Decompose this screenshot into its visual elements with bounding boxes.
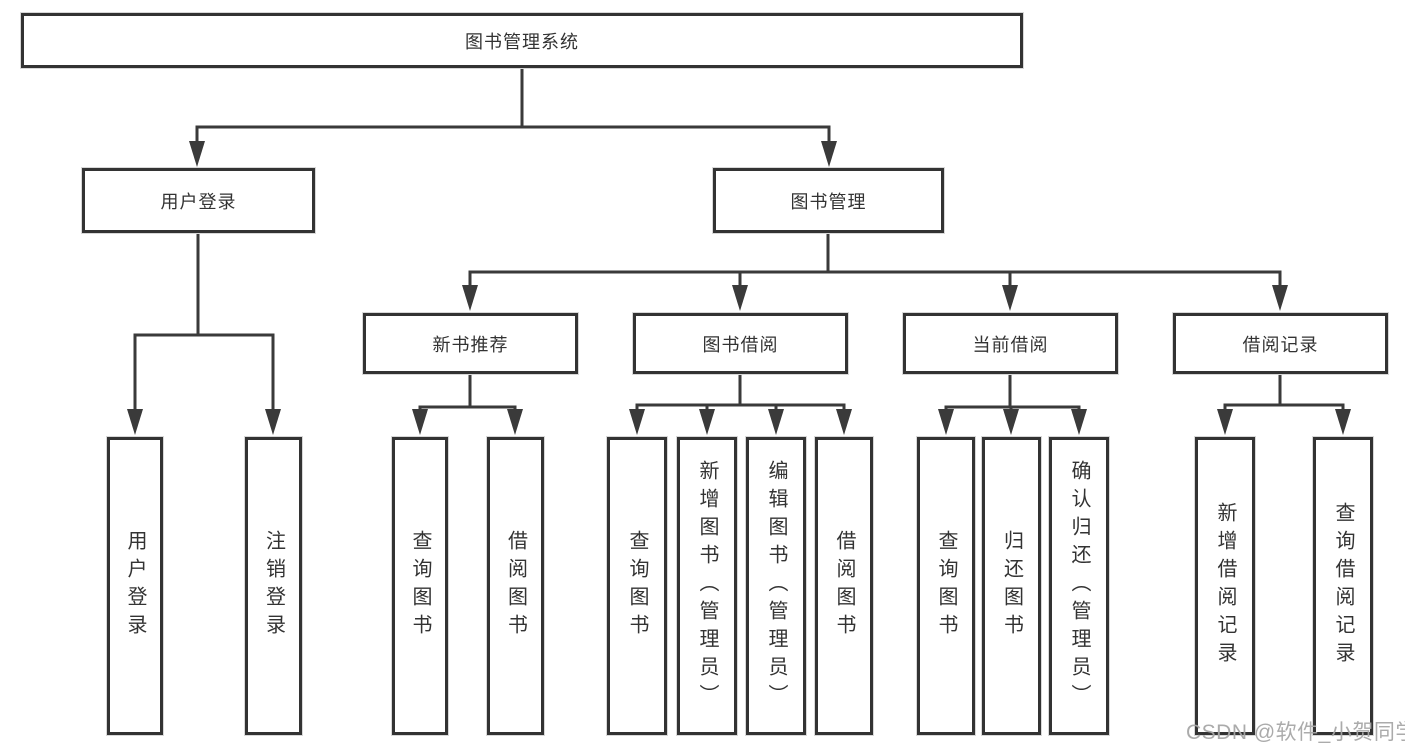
connector-current-borrow (944, 372, 1081, 418)
node-user-login-branch: 用户登录 (82, 168, 315, 233)
leaf-records-query-record: 查询借阅记录 (1313, 437, 1373, 735)
leaf-label: 查询借阅记录 (1332, 502, 1354, 670)
connector-book-management (468, 231, 1282, 295)
leaf-label: 确认归还（管理员） (1068, 460, 1090, 712)
leaf-label: 新增借阅记录 (1214, 502, 1236, 670)
node-label: 借阅记录 (1242, 334, 1319, 355)
leaf-label: 归还图书 (1000, 530, 1023, 642)
leaf-records-add-record: 新增借阅记录 (1195, 437, 1255, 735)
leaf-borrow-borrow-books: 借阅图书 (815, 437, 873, 735)
node-label: 新书推荐 (432, 334, 509, 355)
leaf-current-return-books: 归还图书 (982, 437, 1041, 735)
leaf-current-query-books: 查询图书 (917, 437, 975, 735)
leaf-newrec-borrow-books: 借阅图书 (487, 437, 544, 735)
leaf-label: 编辑图书（管理员） (765, 460, 787, 712)
connector-book-borrow (635, 372, 846, 418)
connector-user-login (133, 231, 275, 418)
leaf-borrow-query-books: 查询图书 (607, 437, 667, 735)
leaf-label: 借阅图书 (833, 530, 855, 642)
node-book-management-branch: 图书管理 (713, 168, 944, 233)
leaf-current-confirm-return-admin: 确认归还（管理员） (1049, 437, 1109, 735)
leaf-borrow-edit-books-admin: 编辑图书（管理员） (746, 437, 806, 735)
node-label: 图书管理系统 (465, 31, 579, 52)
leaf-label: 新增图书（管理员） (696, 460, 718, 712)
node-new-book-recommend: 新书推荐 (363, 313, 578, 374)
node-current-borrow: 当前借阅 (903, 313, 1118, 374)
leaf-logout: 注销登录 (245, 437, 302, 735)
leaf-label: 用户登录 (124, 530, 146, 642)
node-library-management-system: 图书管理系统 (21, 13, 1023, 68)
node-label: 图书借阅 (702, 334, 779, 355)
connector-new-book-recommend (418, 372, 517, 418)
leaf-newrec-query-books: 查询图书 (392, 437, 448, 735)
watermark: CSDN @软件_小贺同学 (1186, 721, 1405, 744)
leaf-label: 查询图书 (935, 530, 957, 642)
leaf-label: 借阅图书 (504, 530, 527, 642)
node-borrow-records: 借阅记录 (1173, 313, 1388, 374)
leaf-label: 查询图书 (409, 530, 431, 642)
node-label: 当前借阅 (972, 334, 1049, 355)
node-book-borrow: 图书借阅 (633, 313, 848, 374)
leaf-label: 查询图书 (626, 530, 648, 642)
leaf-label: 注销登录 (262, 530, 285, 642)
node-label: 用户登录 (160, 191, 237, 212)
connector-borrow-records (1223, 372, 1345, 418)
leaf-user-login: 用户登录 (107, 437, 163, 735)
connector-root (195, 66, 831, 150)
node-label: 图书管理 (790, 191, 867, 212)
leaf-borrow-add-books-admin: 新增图书（管理员） (677, 437, 737, 735)
